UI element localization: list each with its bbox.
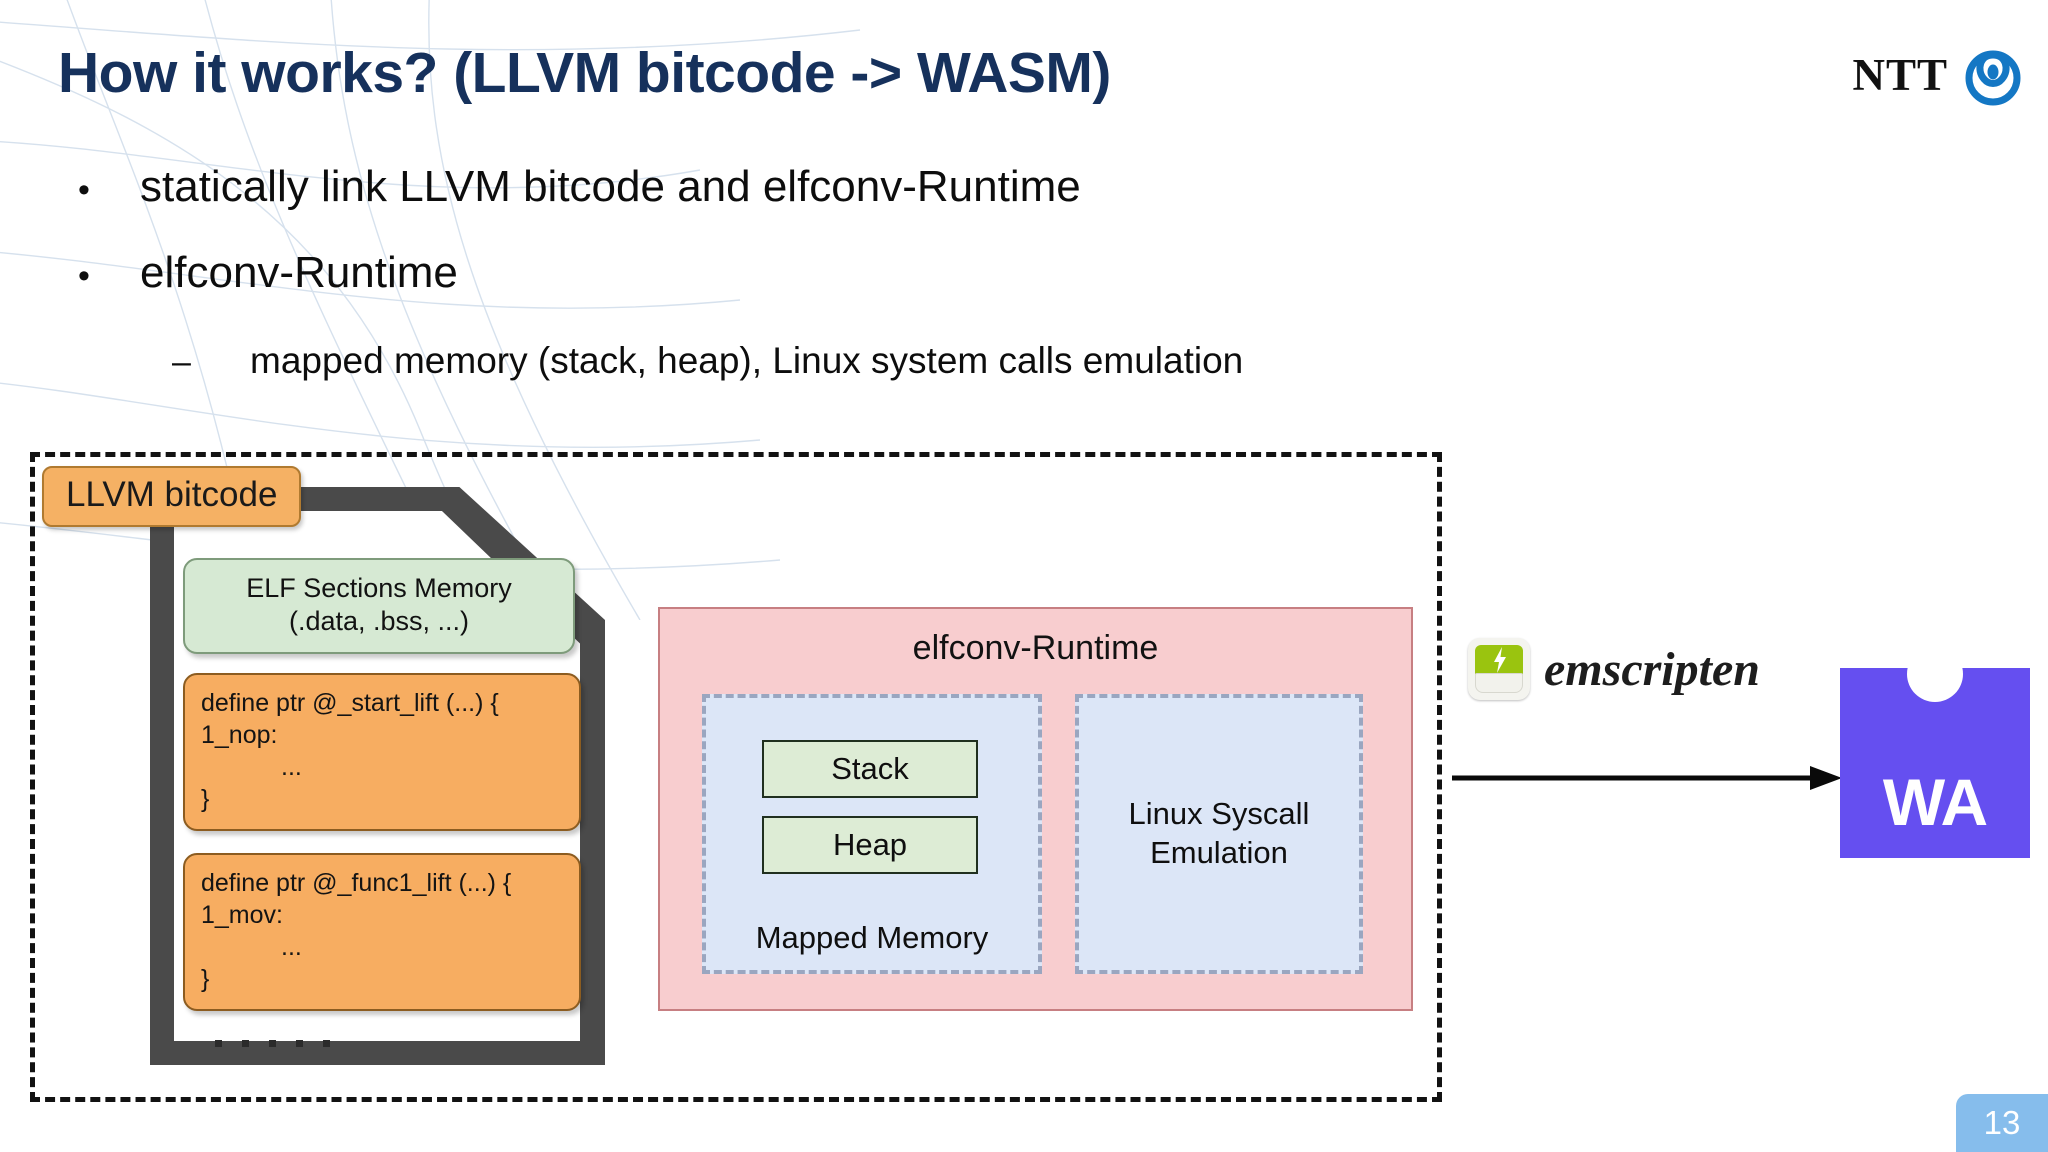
code-line-4: } [201,965,210,993]
diagram-dashed-frame [30,452,1442,1102]
page-title: How it works? (LLVM bitcode -> WASM) [58,41,1111,105]
runtime-title: elfconv-Runtime [912,629,1159,667]
code-line-3: ... [281,753,302,781]
ellipsis-dot [215,1040,222,1047]
elf-line-1: ELF Sections Memory [246,573,512,603]
heap-region: Heap [762,816,978,874]
document-ellipsis-dots [215,1040,330,1047]
ellipsis-dot [269,1040,276,1047]
elfconv-runtime-panel: elfconv-Runtime Stack Heap Mapped Memory… [658,607,1413,1011]
sub-bullet-text: mapped memory (stack, heap), Linux syste… [250,340,1244,381]
bullet-item-2: • elfconv-Runtime [78,248,458,298]
bullet-marker: • [78,171,90,209]
code-line-2: 1_mov: [201,901,283,929]
code-line-3: ... [281,933,302,961]
code-block-start-lift: define ptr @_start_lift (...) { 1_nop: .… [183,673,581,831]
syscall-line-2: Emulation [1150,835,1288,870]
emscripten-bolt-icon [1468,638,1530,700]
page-number-badge: 13 [1956,1094,2048,1152]
ellipsis-dot [296,1040,303,1047]
bullet-text: statically link LLVM bitcode and elfconv… [140,162,1081,211]
code-block-func1-lift: define ptr @_func1_lift (...) { 1_mov: .… [183,853,581,1011]
sub-bullet-item-1: – mapped memory (stack, heap), Linux sys… [172,340,1243,382]
linux-syscall-emulation-box: Linux Syscall Emulation [1075,694,1363,974]
mapped-memory-box: Stack Heap Mapped Memory [702,694,1042,974]
emscripten-wordmark: emscripten [1544,642,1760,696]
syscall-line-1: Linux Syscall [1128,796,1310,832]
syscall-label-group: Linux Syscall Emulation [1079,698,1359,970]
right-arrow-icon [1452,766,1842,790]
bullet-marker: • [78,257,90,295]
bullet-text: elfconv-Runtime [140,248,458,297]
emscripten-logo: emscripten [1468,638,1760,700]
elf-sections-memory-box: ELF Sections Memory (.data, .bss, ...) [183,558,575,654]
ellipsis-dot [242,1040,249,1047]
elf-line-2: (.data, .bss, ...) [288,605,470,636]
sub-bullet-marker: – [172,343,191,381]
ntt-logo: NTT [1852,44,2024,106]
code-line-4: } [201,785,210,813]
ntt-wordmark: NTT [1852,50,1948,100]
ellipsis-dot [323,1040,330,1047]
mapped-memory-label: Mapped Memory [755,920,989,955]
wasm-label: WA [1882,765,1988,839]
ntt-loop-icon [1965,50,2021,106]
code-line-1: define ptr @_start_lift (...) { [201,689,499,717]
code-line-1: define ptr @_func1_lift (...) { [201,869,512,897]
stack-region: Stack [762,740,978,798]
code-line-2: 1_nop: [201,721,278,749]
bullet-item-1: • statically link LLVM bitcode and elfco… [78,162,1081,212]
webassembly-icon: WA [1840,646,2030,858]
llvm-bitcode-tag: LLVM bitcode [42,466,302,527]
